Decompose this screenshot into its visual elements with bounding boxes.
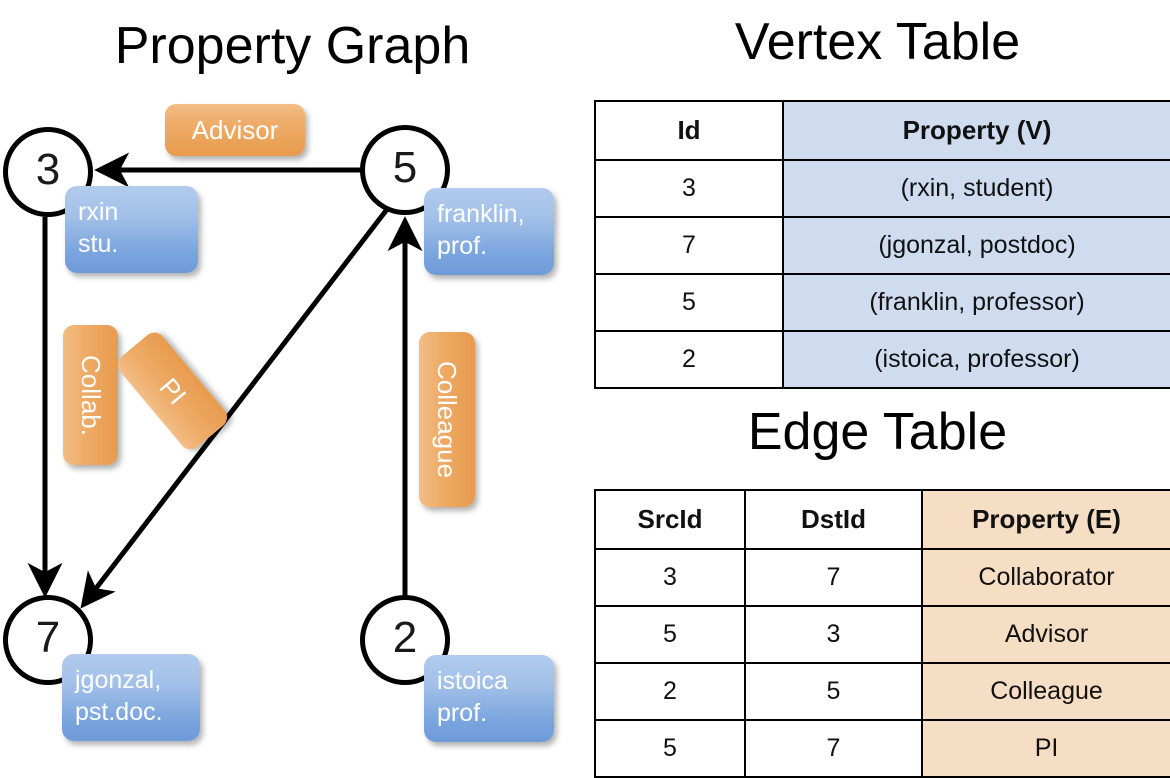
edge-label-collab[interactable]: Collab. [63, 325, 118, 465]
edge-cell-srcid: 5 [594, 719, 746, 778]
property-graph-diagram: Advisor Collab. PI Colleague 3 5 7 2 rxi… [0, 0, 585, 760]
graph-node-3-label: 3 [35, 145, 61, 194]
graph-edges-svg [27, 152, 423, 609]
vertex-cell-property: (rxin, student) [782, 159, 1170, 218]
vertex-table-header-property: Property (V) [782, 100, 1170, 161]
edge-cell-dstid: 3 [744, 605, 923, 664]
node-property-3-line1: rxin [78, 198, 119, 226]
vertex-cell-property: (franklin, professor) [782, 273, 1170, 332]
edge-table: SrcId DstId Property (E) 3 7 Collaborato… [594, 489, 1170, 778]
graph-node-2[interactable]: 2 [360, 595, 450, 685]
table-row[interactable]: 5 (franklin, professor) [594, 273, 1170, 332]
table-row[interactable]: 2 5 Colleague [594, 662, 1170, 721]
page-title-vertex-table: Vertex Table [734, 13, 1021, 71]
page-title-property-graph: Property Graph [114, 17, 471, 75]
vertex-cell-id: 7 [594, 216, 784, 275]
vertex-table-header-id: Id [594, 100, 784, 161]
node-property-box-7[interactable]: jgonzal, pst.doc. [62, 654, 200, 741]
edge-cell-srcid: 3 [594, 548, 746, 607]
table-row[interactable]: 7 (jgonzal, postdoc) [594, 216, 1170, 275]
edge-5-to-7 [80, 206, 390, 609]
vertex-cell-id: 3 [594, 159, 784, 218]
edge-cell-dstid: 7 [744, 548, 923, 607]
edge-table-header-dstid: DstId [744, 489, 923, 550]
node-property-box-3[interactable]: rxin stu. [65, 186, 198, 273]
edge-label-advisor[interactable]: Advisor [165, 104, 305, 156]
edge-cell-dstid: 5 [744, 662, 923, 721]
edge-cell-property: Advisor [921, 605, 1170, 664]
node-property-3-line2: stu. [78, 230, 119, 258]
edge-label-colleague[interactable]: Colleague [419, 332, 475, 507]
graph-node-7-label: 7 [35, 613, 61, 662]
vertex-table-header-row: Id Property (V) [594, 100, 1170, 161]
edge-cell-property: Colleague [921, 662, 1170, 721]
graph-node-2-label: 2 [392, 613, 418, 662]
node-property-7-line1: jgonzal, [75, 666, 162, 694]
node-property-5-line1: franklin, [437, 200, 525, 228]
vertex-table: Id Property (V) 3 (rxin, student) 7 (jgo… [594, 100, 1170, 389]
node-property-7-line2: pst.doc. [75, 698, 163, 726]
graph-node-5[interactable]: 5 [360, 125, 450, 215]
edge-cell-property: PI [921, 719, 1170, 778]
table-row[interactable]: 2 (istoica, professor) [594, 330, 1170, 389]
table-row[interactable]: 5 3 Advisor [594, 605, 1170, 664]
edge-label-colleague-text: Colleague [432, 360, 463, 479]
table-row[interactable]: 3 (rxin, student) [594, 159, 1170, 218]
vertex-cell-id: 5 [594, 273, 784, 332]
edge-table-header-srcid: SrcId [594, 489, 746, 550]
vertex-cell-property: (istoica, professor) [782, 330, 1170, 389]
node-property-2-line1: istoica [437, 667, 508, 695]
graph-node-5-label: 5 [392, 143, 418, 192]
page-title-edge-table: Edge Table [747, 403, 1008, 461]
node-property-box-5[interactable]: franklin, prof. [424, 188, 554, 275]
edge-cell-srcid: 5 [594, 605, 746, 664]
edge-label-pi-text: PI [153, 371, 193, 410]
table-row[interactable]: 3 7 Collaborator [594, 548, 1170, 607]
vertex-cell-property: (jgonzal, postdoc) [782, 216, 1170, 275]
edge-table-header-property: Property (E) [921, 489, 1170, 550]
edge-cell-property: Collaborator [921, 548, 1170, 607]
edge-cell-srcid: 2 [594, 662, 746, 721]
edge-label-advisor-text: Advisor [191, 114, 279, 145]
edge-label-collab-text: Collab. [76, 354, 106, 436]
table-row[interactable]: 5 7 PI [594, 719, 1170, 778]
node-property-2-line2: prof. [437, 699, 488, 727]
node-property-5-line2: prof. [437, 232, 488, 260]
edge-cell-dstid: 7 [744, 719, 923, 778]
vertex-cell-id: 2 [594, 330, 784, 389]
node-property-box-2[interactable]: istoica prof. [424, 655, 554, 742]
edge-table-header-row: SrcId DstId Property (E) [594, 489, 1170, 550]
